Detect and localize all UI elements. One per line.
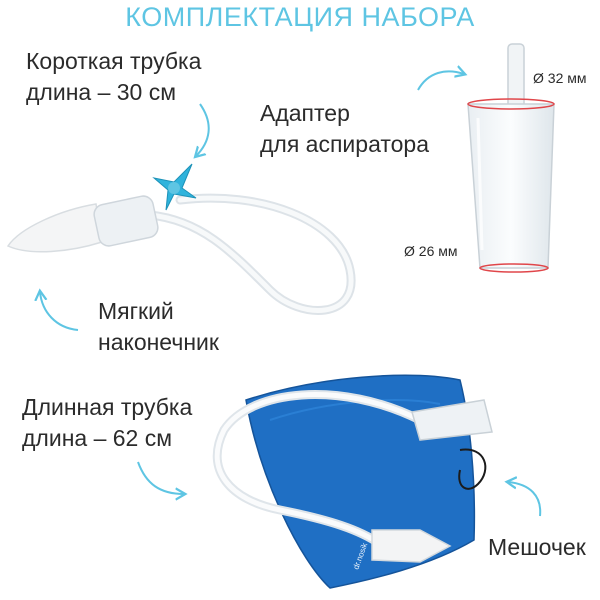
adapter-label-line2: для аспиратора	[260, 131, 430, 157]
short-tube-label-line1: Короткая трубка	[26, 48, 202, 74]
long-tube-label: Длинная трубка длина – 62 см	[22, 392, 192, 454]
dimension-top: Ø 32 мм	[533, 70, 587, 86]
long-tube-label-line1: Длинная трубка	[22, 394, 193, 420]
soft-tip-label-line2: наконечник	[98, 329, 219, 355]
soft-tip-label-line1: Мягкий	[98, 298, 174, 324]
arrow-adapter	[417, 71, 464, 91]
short-tube-label-line2: длина – 30 см	[26, 79, 177, 105]
adapter-label: Адаптер для аспиратора	[260, 98, 429, 160]
soft-tip-shape	[6, 203, 103, 253]
page-title: КОМПЛЕКТАЦИЯ НАБОРА	[125, 2, 475, 32]
adapter-cup	[467, 43, 555, 273]
long-tube-label-line2: длина – 62 см	[22, 425, 173, 451]
arrow-soft-tip	[40, 292, 79, 331]
pouch-label: Мешочек	[488, 534, 586, 560]
arrow-pouch	[508, 482, 542, 517]
arrow-short-tube	[196, 103, 210, 156]
long-tube-set	[212, 390, 493, 563]
valve-connector	[152, 163, 197, 211]
soft-tip-label: Мягкий наконечник	[98, 296, 219, 358]
dimension-bottom: Ø 26 мм	[404, 243, 458, 259]
short-tube-label: Короткая трубка длина – 30 см	[26, 46, 201, 108]
short-tube-set	[6, 163, 356, 315]
arrow-long-tube	[137, 461, 184, 494]
adapter-label-line1: Адаптер	[260, 100, 350, 126]
